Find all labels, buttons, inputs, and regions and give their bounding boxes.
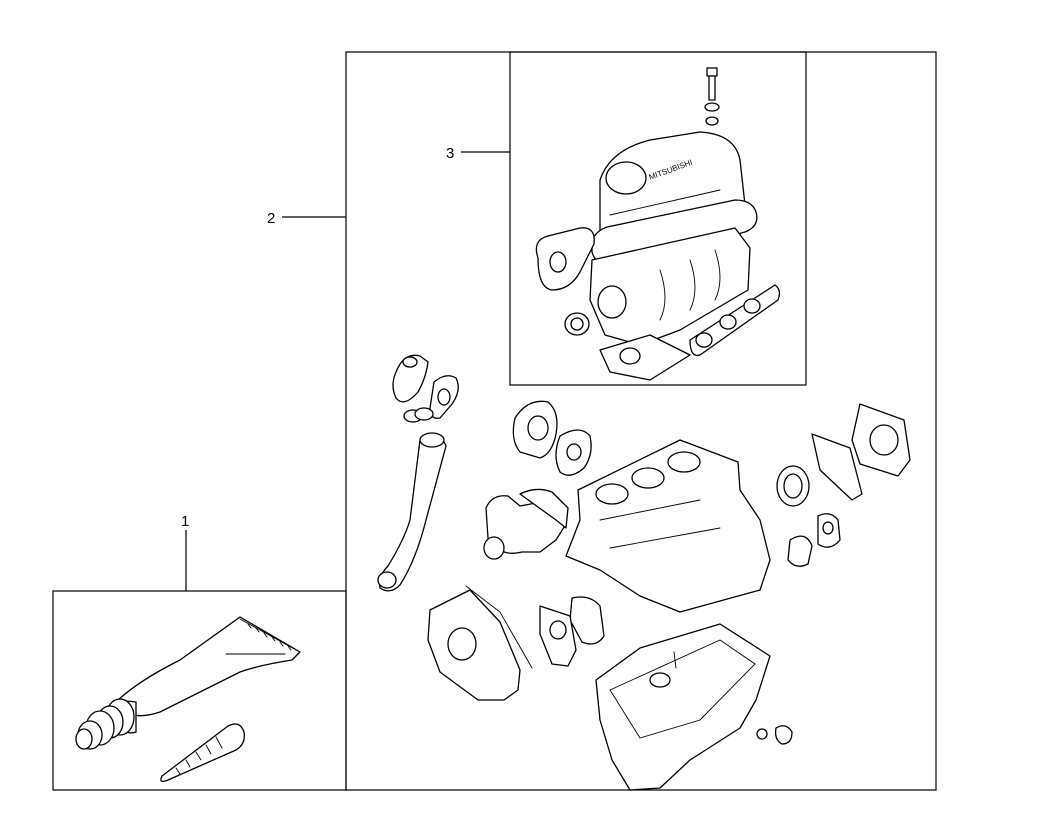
rear-oil-seal: [776, 465, 810, 507]
intake-manifold-gasket: [689, 284, 781, 357]
thermostat-housing: [392, 354, 429, 403]
thermostat-gasket: [429, 375, 459, 419]
sealant-nozzle: [160, 723, 245, 782]
water-pump-gasket: [555, 429, 592, 476]
cylinder-block: [565, 439, 771, 613]
water-inlet-pipe: [377, 432, 447, 592]
sealant-tube: [75, 616, 301, 750]
cover-gasket-1: [817, 513, 841, 548]
kit-frame-3: [509, 51, 807, 386]
oil-strainer-gasket: [673, 651, 677, 669]
rocker-cover-bolt: [704, 67, 720, 126]
drain-plug: [756, 725, 793, 745]
water-pump: [483, 488, 569, 560]
callout-2[interactable]: 2: [267, 210, 275, 227]
exhaust-manifold-gasket: [535, 227, 595, 291]
callout-1[interactable]: 1: [181, 513, 189, 530]
callout-3[interactable]: 3: [446, 145, 454, 162]
oil-pump-gasket: [569, 596, 605, 645]
head-gasket: [599, 334, 691, 381]
water-pump-housing: [512, 400, 558, 459]
camshaft-seal: [564, 312, 590, 336]
rear-oil-seal-case: [851, 403, 911, 477]
cover-gasket-2: [787, 535, 813, 567]
oil-pan: [595, 623, 771, 791]
cylinder-head: [589, 227, 751, 346]
oil-pump: [539, 605, 577, 667]
kit-frame-1: [52, 590, 347, 791]
timing-belt-cover: [427, 585, 533, 701]
thermostat-o-rings: [403, 407, 434, 423]
rear-oil-seal-gasket: [811, 433, 863, 501]
